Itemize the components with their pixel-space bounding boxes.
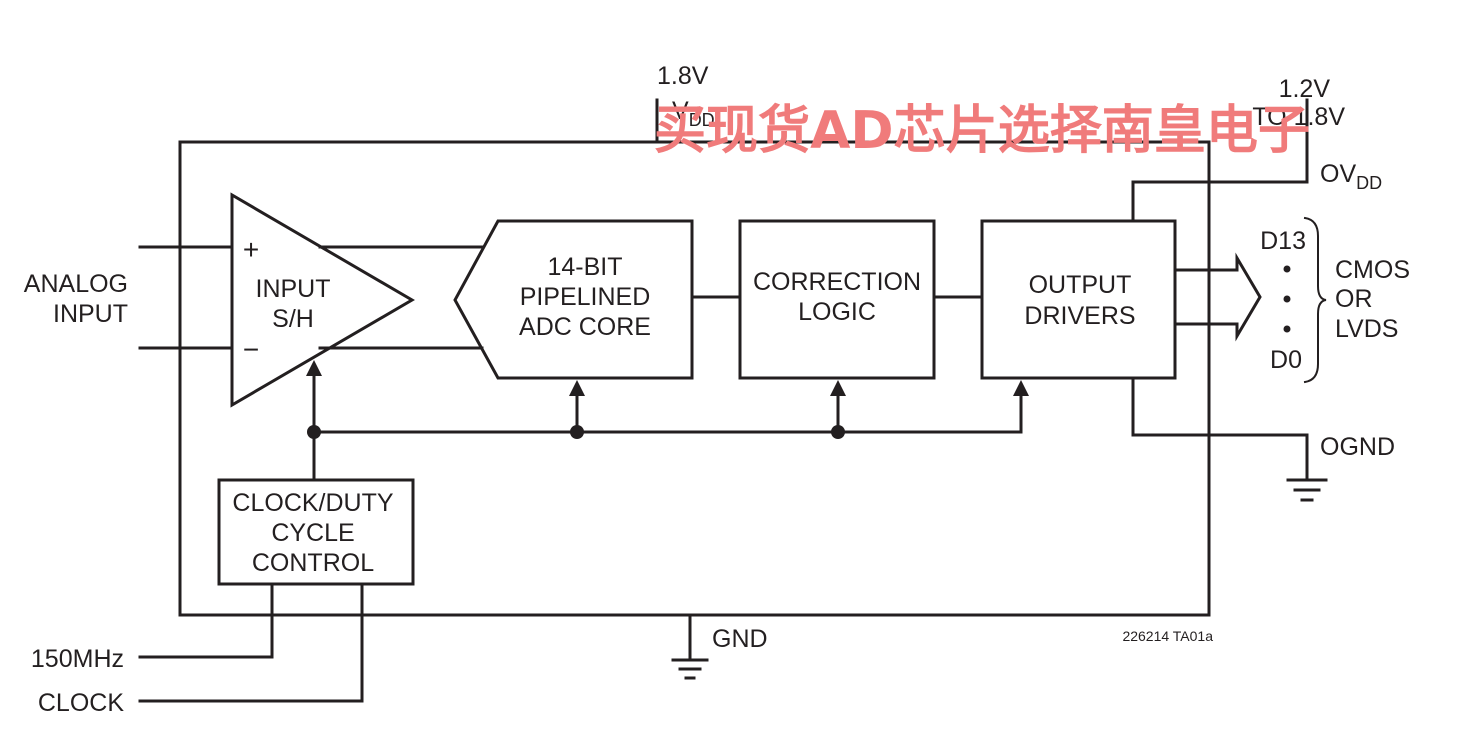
bus-dot-2 [1283,295,1291,303]
output-drivers-block [980,219,1177,380]
bus-dot-1 [1283,265,1291,273]
clock-arrow-sh [306,360,322,376]
clock-control-label-line3: CONTROL [252,549,374,577]
clock-control-label-line1: CLOCK/DUTY [232,489,393,517]
clock-arrow-drivers [1013,380,1029,396]
output-lsb-label: D0 [1270,346,1302,374]
clock-junction-adc [570,425,584,439]
sh-label-line1: INPUT [256,275,331,303]
clock-junction-correction [831,425,845,439]
output-format-line2: OR [1335,285,1373,313]
output-bus-arrow [1173,252,1262,342]
chip-outline [178,140,1211,617]
output-brace [1303,216,1327,384]
correction-logic-block [738,219,936,380]
ovdd-range-top-label: 1.2V [1279,75,1331,103]
adc-label-line2: PIPELINED [520,283,651,311]
drivers-label-line2: DRIVERS [1024,302,1135,330]
adc-label-line1: 14-BIT [547,253,622,281]
ovdd-line [1131,98,1309,223]
ovdd-range-bottom-label: TO 1.8V [1252,103,1345,131]
correction-label-line2: LOGIC [798,298,876,326]
gnd-label: GND [712,625,768,653]
correction-label-line1: CORRECTION [753,268,921,296]
clock-arrow-adc [569,380,585,396]
clock-input-label: CLOCK [38,689,124,717]
ognd-line [1131,376,1309,480]
adc-core-block [453,219,694,380]
output-format-line3: LVDS [1335,315,1398,343]
output-msb-label: D13 [1260,227,1306,255]
figure-id-label: 226214 TA01a [1122,628,1213,644]
watermark-text: 买现货AD芯片选择南皇电子 [654,101,1310,161]
minus-sign: − [243,334,259,365]
analog-input-label-line1: ANALOG [24,270,128,298]
drivers-label-line1: OUTPUT [1029,271,1132,299]
clock-junction-sh [307,425,321,439]
output-format-line1: CMOS [1335,256,1410,284]
analog-input-label-line2: INPUT [53,300,128,328]
ognd-label: OGND [1320,433,1395,461]
clock-frequency-label: 150MHz [31,645,124,673]
sh-label-line2: S/H [272,305,314,333]
ovdd-name-label: OVDD [1320,160,1382,193]
bus-dot-3 [1283,325,1291,333]
adc-label-line3: ADC CORE [519,313,651,341]
plus-sign: + [243,234,259,265]
vdd-voltage-label: 1.8V [657,62,709,90]
vdd-name-label: VDD [672,97,715,130]
clock-input-line [138,582,364,703]
clock-arrow-correction [830,380,846,396]
clock-control-label-line2: CYCLE [271,519,354,547]
clock-input-150mhz-line [138,582,274,659]
clock-control-block [217,478,415,586]
